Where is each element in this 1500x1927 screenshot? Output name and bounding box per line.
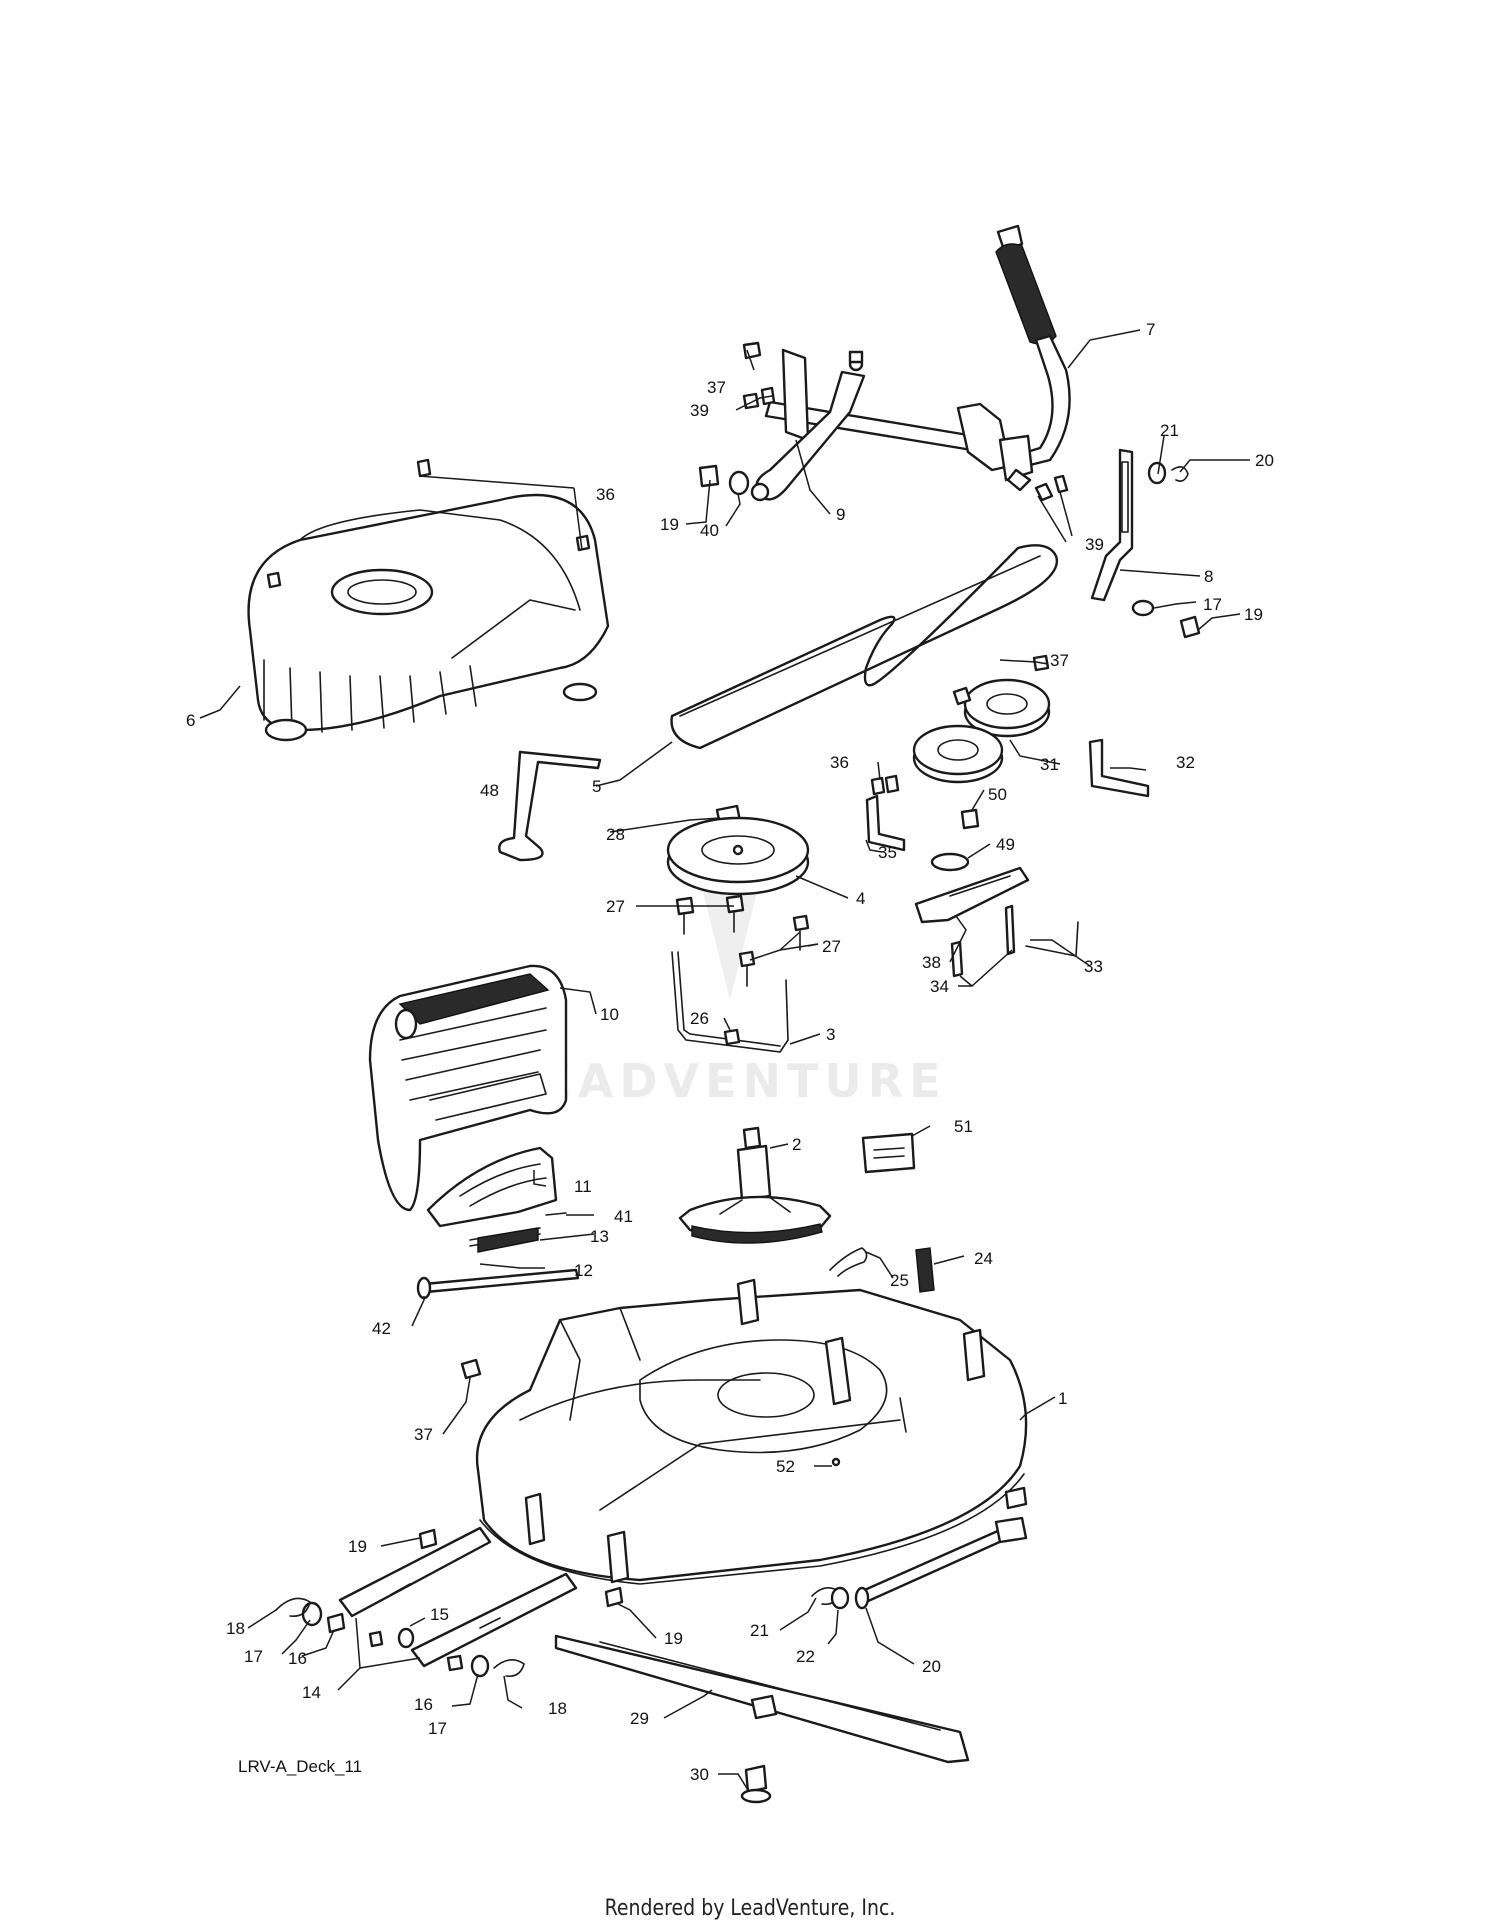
callout-20: 20	[1255, 451, 1274, 470]
callout-27: 27	[822, 937, 841, 956]
callout-20: 21	[750, 1621, 769, 1640]
callout-36: 36	[830, 753, 849, 772]
callout-19: 19	[348, 1537, 367, 1556]
callout-2: 2	[792, 1135, 801, 1154]
lift-link-rod	[750, 348, 866, 502]
callout-39: 39	[1085, 535, 1104, 554]
mower-deck	[475, 1278, 1028, 1585]
diagram-label: LRV-A_Deck_11	[238, 1757, 362, 1776]
discharge-chute	[368, 964, 568, 1212]
idler-arm	[914, 866, 1079, 978]
hardware-top-right	[698, 341, 1201, 639]
callout-16: 16	[414, 1695, 433, 1714]
idler-pulleys	[912, 654, 1051, 784]
callout-9: 9	[836, 505, 845, 524]
callout-48: 48	[480, 781, 499, 800]
callout-17: 17	[244, 1647, 263, 1666]
chute-deflector	[416, 1146, 580, 1300]
mower-blade	[554, 1634, 970, 1804]
callout-41: 41	[614, 1207, 633, 1226]
callout-38: 38	[922, 953, 941, 972]
callout-7: 7	[1146, 320, 1155, 339]
belt-guide-brackets	[865, 738, 1150, 872]
callout-16: 16	[288, 1649, 307, 1668]
callout-17: 17	[428, 1719, 447, 1738]
drive-belt	[670, 544, 1059, 750]
callout-32: 32	[1176, 753, 1195, 772]
callout-18: 18	[226, 1619, 245, 1638]
callout-10: 10	[600, 1005, 619, 1024]
callout-28: 28	[606, 825, 625, 844]
callout-36: 36	[596, 485, 615, 504]
callout-11: 11	[574, 1177, 592, 1196]
callout-17: 17	[1203, 595, 1222, 614]
callout-50: 50	[988, 785, 1007, 804]
callout-18: 18	[548, 1699, 567, 1718]
watermark-logo	[700, 880, 760, 1000]
footer-credit: Rendered by LeadVenture, Inc.	[604, 1896, 896, 1921]
callout-49: 49	[996, 835, 1015, 854]
small-parts-right	[829, 1132, 935, 1293]
callout-42: 42	[372, 1319, 391, 1338]
callout-1: 1	[1058, 1389, 1067, 1408]
callout-22: 20	[922, 1657, 941, 1676]
callout-21: 21	[1160, 421, 1179, 440]
callout-5: 5	[592, 777, 601, 796]
callout-25: 25	[890, 1271, 909, 1290]
callout-37: 37	[707, 378, 726, 397]
callout-24: 24	[974, 1249, 993, 1268]
callout-4: 4	[856, 889, 865, 908]
callout-21: 22	[796, 1647, 815, 1666]
watermark-text: LEADVENTURE	[505, 1054, 947, 1108]
callout-19: 19	[664, 1629, 683, 1648]
front-hanger-rod	[811, 1516, 1028, 1610]
nut-37	[460, 1358, 482, 1380]
callout-19: 19	[1244, 605, 1263, 624]
leader-lines	[199, 329, 1250, 1791]
deck-hanger-arms	[275, 1526, 624, 1678]
callout-6: 6	[186, 711, 195, 730]
callout-52: 52	[776, 1457, 795, 1476]
callout-31: 31	[1040, 755, 1059, 774]
height-adjust-plate	[1090, 448, 1134, 602]
callout-40: 40	[700, 521, 719, 540]
lift-lever-handle	[764, 224, 1071, 492]
callout-8: 8	[1204, 567, 1213, 586]
callout-27: 27	[606, 897, 625, 916]
pulley-bolts	[675, 894, 810, 987]
actuator-rod	[498, 750, 602, 862]
callout-37: 37	[1050, 651, 1069, 670]
spindle-assembly	[678, 1126, 832, 1244]
belt-guide-wire	[671, 951, 789, 1053]
callout-15: 15	[430, 1605, 449, 1624]
spindle-pulley	[666, 804, 810, 896]
callout-3: 3	[826, 1025, 835, 1044]
callout-39: 39	[690, 401, 709, 420]
callout-labels: 7 21 20 8 17 19 39 37 39 19 40 9 36 6 5 …	[186, 320, 1274, 1784]
callout-33: 33	[1084, 957, 1103, 976]
callout-51: 51	[954, 1117, 973, 1136]
callout-35: 35	[878, 843, 897, 862]
belt-cover	[247, 458, 610, 742]
callout-14: 14	[302, 1683, 321, 1702]
callout-37: 37	[414, 1425, 433, 1444]
callout-12: 12	[574, 1261, 593, 1280]
callout-19: 19	[660, 515, 679, 534]
callout-29: 29	[630, 1709, 649, 1728]
callout-26: 26	[690, 1009, 709, 1028]
callout-34: 34	[930, 977, 949, 996]
callout-13: 13	[590, 1227, 609, 1246]
callout-30: 30	[690, 1765, 709, 1784]
